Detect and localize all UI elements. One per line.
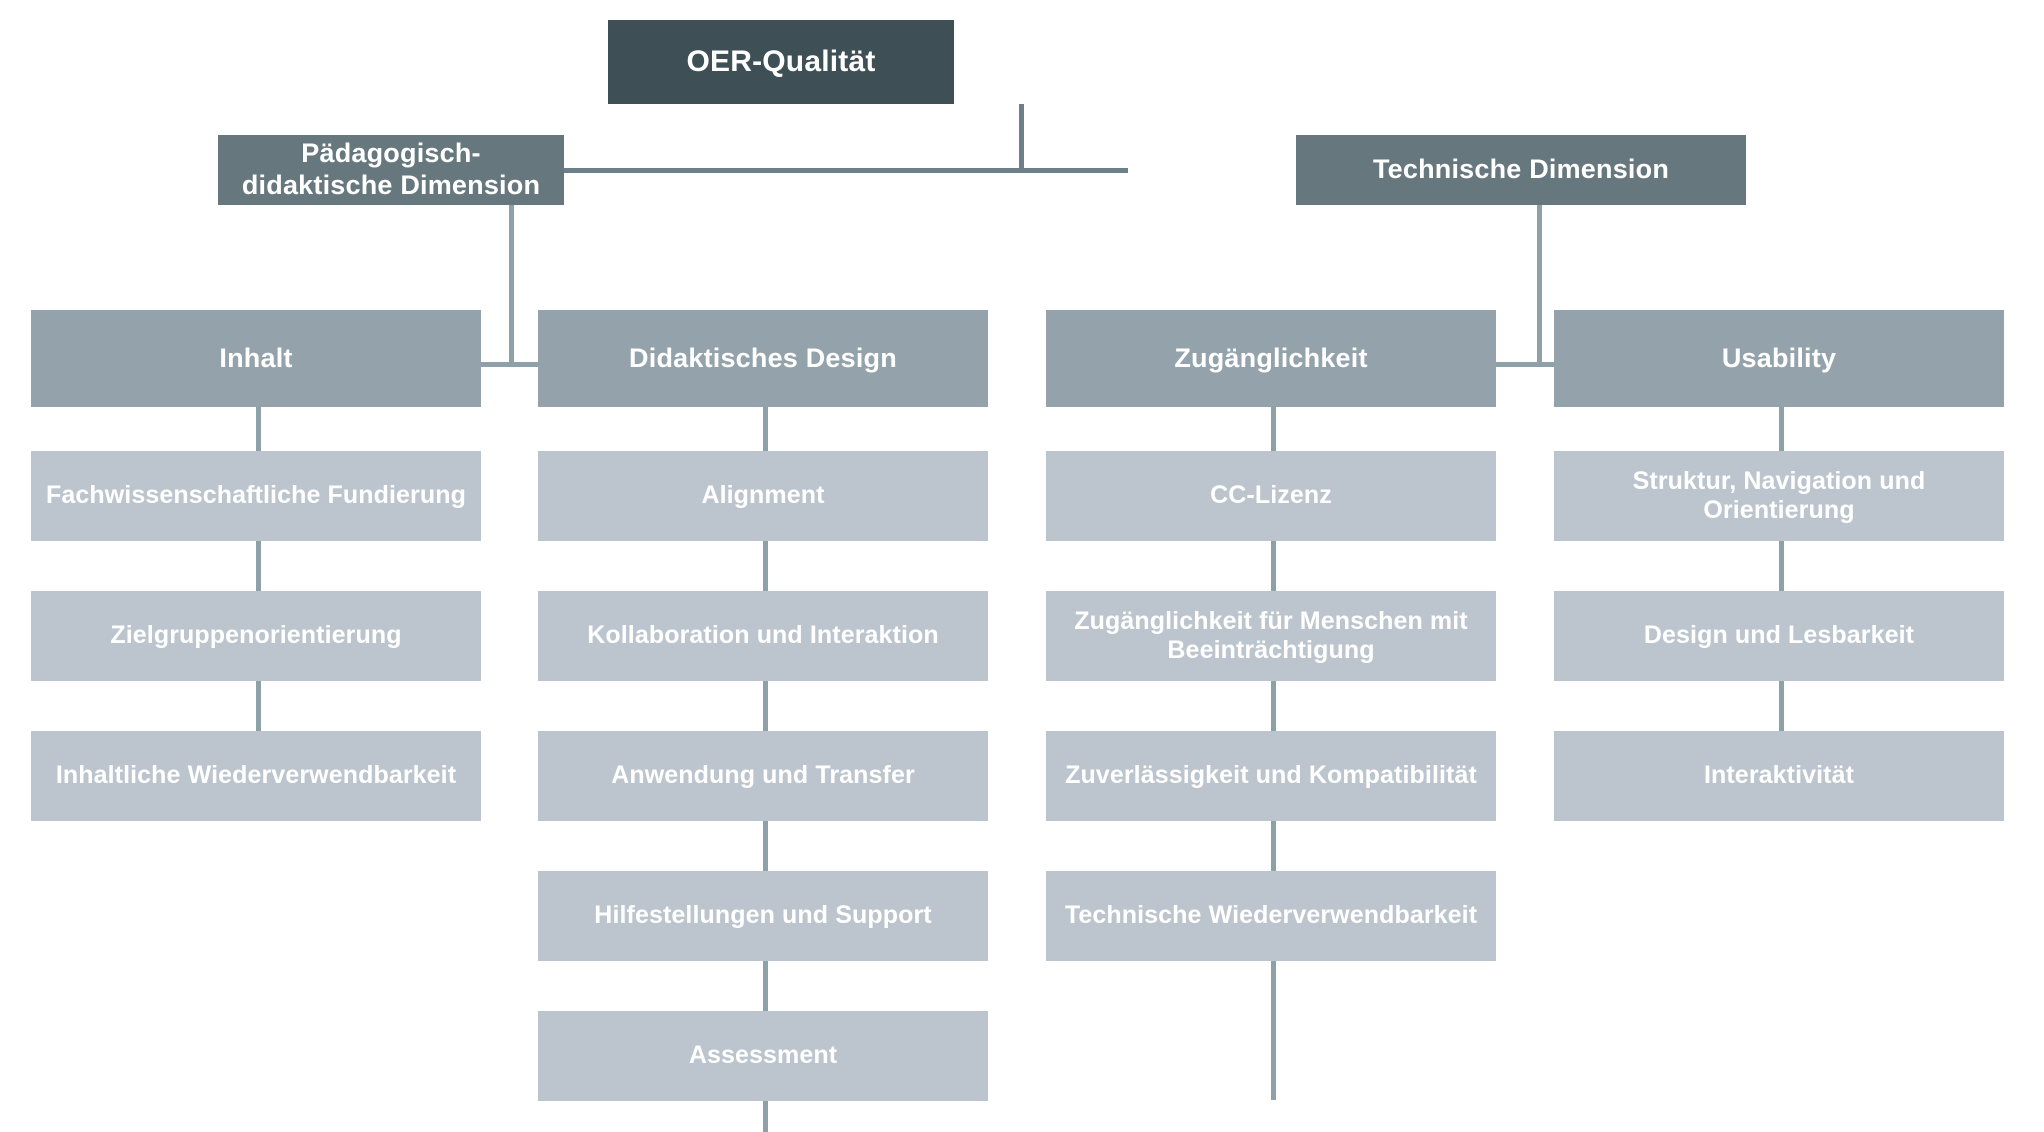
connector-zugaenglichkeit-spine (1271, 310, 1276, 1100)
node-category-inhalt[interactable]: Inhalt (31, 310, 481, 407)
node-label: Kollaboration und Interaktion (587, 621, 939, 650)
connector-pedagogic-stem (509, 205, 514, 364)
node-label: Zugänglichkeit für Menschen mit Beeinträ… (1074, 606, 1468, 665)
node-criterion-anwendung-und-transfer[interactable]: Anwendung und Transfer (538, 731, 988, 821)
node-criterion-assessment[interactable]: Assessment (538, 1011, 988, 1101)
node-criterion-interaktivitaet[interactable]: Interaktivität (1554, 731, 2004, 821)
node-criterion-technische-wiederverwendbarkeit[interactable]: Technische Wiederverwendbarkeit (1046, 871, 1496, 961)
node-label: Anwendung und Transfer (611, 761, 915, 790)
node-category-zugaenglichkeit[interactable]: Zugänglichkeit (1046, 310, 1496, 407)
node-criterion-fachwissenschaftliche-fundierung[interactable]: Fachwissenschaftliche Fundierung (31, 451, 481, 541)
node-label: Fachwissenschaftliche Fundierung (46, 481, 466, 510)
node-label: Struktur, Navigation und Orientierung (1632, 466, 1926, 525)
node-criterion-design-und-lesbarkeit[interactable]: Design und Lesbarkeit (1554, 591, 2004, 681)
node-label: Zuverlässigkeit und Kompatibilität (1065, 761, 1477, 790)
node-label: Pädagogisch-didaktische Dimension (241, 138, 541, 200)
connector-didaktisches-design-spine (763, 310, 768, 1132)
node-criterion-zugaenglichkeit-beeintraechtigung[interactable]: Zugänglichkeit für Menschen mit Beeinträ… (1046, 591, 1496, 681)
node-label: CC-Lizenz (1210, 481, 1332, 510)
node-criterion-zielgruppenorientierung[interactable]: Zielgruppenorientierung (31, 591, 481, 681)
node-label: Inhaltliche Wiederverwendbarkeit (55, 761, 457, 790)
connector-root-stem (1019, 104, 1024, 170)
node-criterion-kollaboration-und-interaktion[interactable]: Kollaboration und Interaktion (538, 591, 988, 681)
node-label: Zielgruppenorientierung (110, 621, 402, 650)
connector-dimensions-bar (562, 168, 1128, 173)
node-root-oer-qualitaet[interactable]: OER-Qualität (608, 20, 954, 104)
node-category-didaktisches-design[interactable]: Didaktisches Design (538, 310, 988, 407)
node-dimension-paedagogisch-didaktisch[interactable]: Pädagogisch-didaktische Dimension (218, 135, 564, 205)
node-criterion-hilfestellungen-und-support[interactable]: Hilfestellungen und Support (538, 871, 988, 961)
node-label: Design und Lesbarkeit (1643, 621, 1915, 650)
node-label: Technische Dimension (1372, 154, 1670, 185)
node-criterion-cc-lizenz[interactable]: CC-Lizenz (1046, 451, 1496, 541)
node-label: Interaktivität (1703, 761, 1855, 790)
node-label: Alignment (701, 481, 825, 510)
node-label: Zugänglichkeit (1174, 342, 1368, 373)
node-label: Didaktisches Design (629, 342, 897, 373)
connector-usability-spine (1779, 310, 1784, 820)
connector-pedagogic-children-bar (256, 362, 764, 367)
connector-inhalt-spine (256, 310, 261, 820)
node-label: OER-Qualität (686, 45, 876, 79)
node-label: Inhalt (219, 342, 293, 373)
node-criterion-alignment[interactable]: Alignment (538, 451, 988, 541)
connector-technical-children-bar (1271, 362, 1780, 367)
node-category-usability[interactable]: Usability (1554, 310, 2004, 407)
node-dimension-technisch[interactable]: Technische Dimension (1296, 135, 1746, 205)
node-label: Assessment (688, 1041, 838, 1070)
node-criterion-zuverlaessigkeit-und-kompatibilitaet[interactable]: Zuverlässigkeit und Kompatibilität (1046, 731, 1496, 821)
node-label: Technische Wiederverwendbarkeit (1064, 901, 1478, 930)
node-label: Hilfestellungen und Support (594, 901, 932, 930)
node-label: Usability (1721, 342, 1837, 373)
node-criterion-struktur-navigation-orientierung[interactable]: Struktur, Navigation und Orientierung (1554, 451, 2004, 541)
node-criterion-inhaltliche-wiederverwendbarkeit[interactable]: Inhaltliche Wiederverwendbarkeit (31, 731, 481, 821)
connector-technical-stem (1537, 205, 1542, 364)
